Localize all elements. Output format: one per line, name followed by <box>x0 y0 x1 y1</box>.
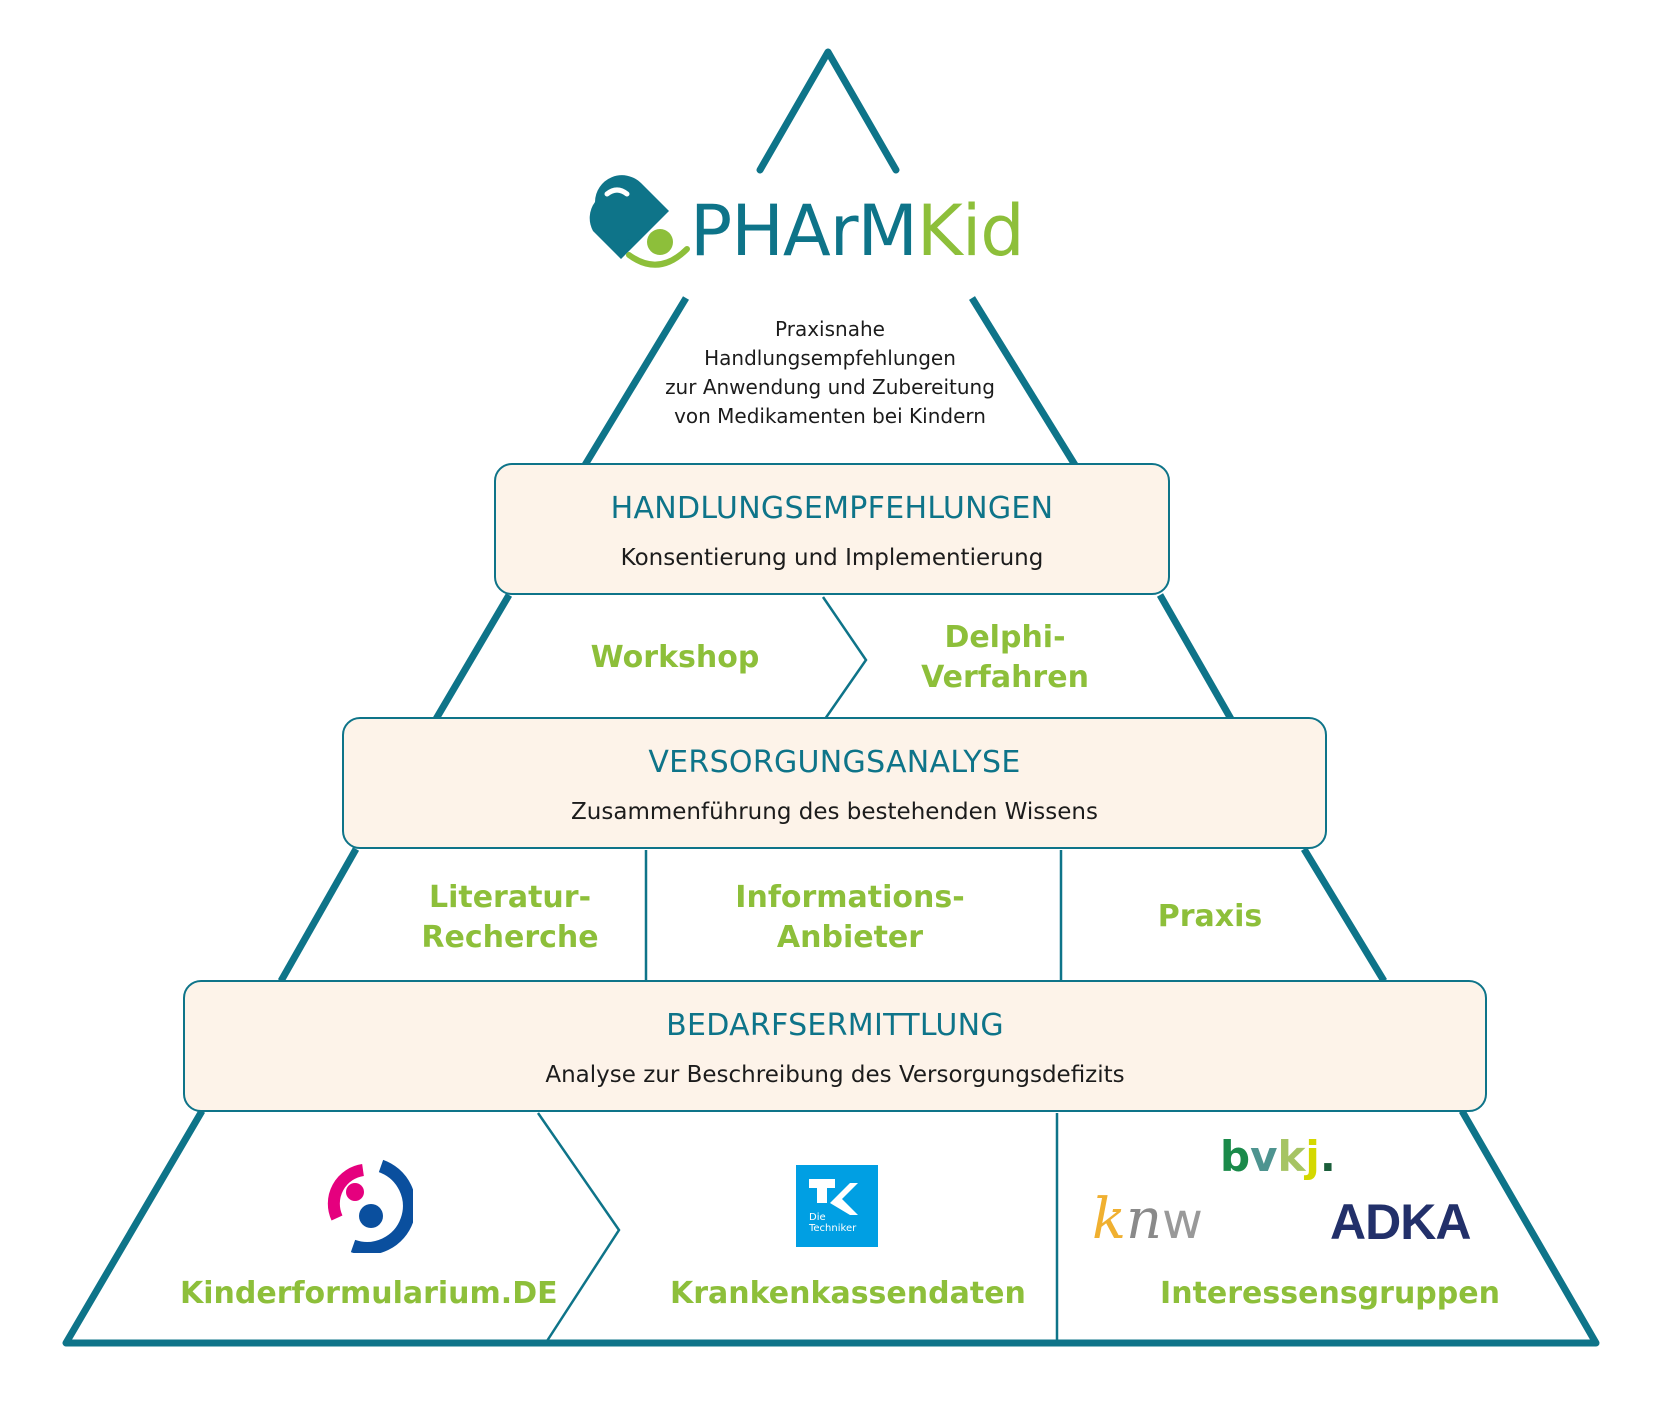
source-label: Kinderformularium.DE <box>180 1276 558 1311</box>
divider-chevron-bottom <box>536 1112 621 1342</box>
method-literatur: Literatur- Recherche <box>400 878 620 958</box>
pyramid-right-edge-upper <box>969 296 1078 467</box>
tk-text-line: Die <box>809 1212 826 1223</box>
intro-text: Praxisnahe Handlungsempfehlungen zur Anw… <box>620 315 1040 431</box>
method-informationsanbieter: Informations- Anbieter <box>710 878 990 958</box>
method-delphi: Delphi- Verfahren <box>890 618 1120 698</box>
level-subtitle: Analyse zur Beschreibung des Versorgungs… <box>545 1062 1125 1088</box>
bvkj-logo: bvkj. <box>1220 1132 1336 1181</box>
method-label: Recherche <box>421 920 599 955</box>
method-label: Literatur- <box>428 880 592 915</box>
tk-logo: Die Techniker <box>796 1165 878 1247</box>
intro-line: von Medikamenten bei Kindern <box>674 404 986 428</box>
tk-text: Die Techniker <box>809 1212 856 1234</box>
pyramid-apex-edge <box>756 48 900 174</box>
pyramid-right-edge-2 <box>1156 593 1235 721</box>
adka-logo: ADKA <box>1330 1194 1471 1250</box>
kinderformularium-logo <box>327 1159 413 1253</box>
level-title: BEDARFSERMITTLUNG <box>666 1008 1004 1043</box>
method-label: Praxis <box>1157 899 1263 934</box>
knw-logo: knw <box>1092 1187 1203 1252</box>
source-kinderformularium: Kinderformularium.DE <box>180 1274 558 1314</box>
source-label: Interessensgruppen <box>1160 1276 1500 1311</box>
pyramid-left-edge-upper <box>582 296 689 467</box>
method-workshop: Workshop <box>560 638 790 678</box>
source-krankenkassendaten: Krankenkassendaten <box>670 1274 1026 1314</box>
pyramid-bottom-tier <box>62 1109 1600 1347</box>
method-label: Anbieter <box>776 920 924 955</box>
level-title: VERSORGUNGSANALYSE <box>648 745 1021 780</box>
level-subtitle: Zusammenführung des bestehenden Wissens <box>571 799 1098 825</box>
source-label: Krankenkassendaten <box>670 1276 1026 1311</box>
intro-line: zur Anwendung und Zubereitung <box>665 375 995 399</box>
level-box-versorgungsanalyse: VERSORGUNGSANALYSE Zusammenführung des b… <box>342 717 1327 849</box>
divider-chevron-top <box>821 596 868 720</box>
method-praxis: Praxis <box>1110 897 1310 937</box>
tk-text-line: Techniker <box>809 1223 857 1234</box>
source-interessensgruppen: Interessensgruppen <box>1140 1274 1520 1314</box>
method-label: Verfahren <box>921 660 1089 695</box>
intro-line: Handlungsempfehlungen <box>704 346 956 370</box>
brand-wordmark: PHArMKid <box>690 190 1025 272</box>
brand-part-kid: Kid <box>916 190 1025 272</box>
intro-line: Praxisnahe <box>775 317 885 341</box>
pyramid-left-edge-2 <box>432 593 513 721</box>
method-label: Delphi- <box>944 620 1066 655</box>
pyramid-left-edge-3 <box>277 847 360 983</box>
level-title: HANDLUNGSEMPFEHLUNGEN <box>610 491 1054 526</box>
method-label: Informations- <box>735 880 965 915</box>
pill-child-icon <box>589 175 690 268</box>
level-box-bedarfsermittlung: BEDARFSERMITTLUNG Analyse zur Beschreibu… <box>183 980 1487 1112</box>
level-subtitle: Konsentierung und Implementierung <box>620 545 1044 571</box>
pyramid-right-edge-3 <box>1301 847 1387 983</box>
brand-part-pharm: PHArM <box>690 190 918 272</box>
method-label: Workshop <box>590 640 760 675</box>
tk-mark-icon <box>809 1179 858 1215</box>
level-box-handlungsempfehlungen: HANDLUNGSEMPFEHLUNGEN Konsentierung und … <box>494 463 1170 595</box>
